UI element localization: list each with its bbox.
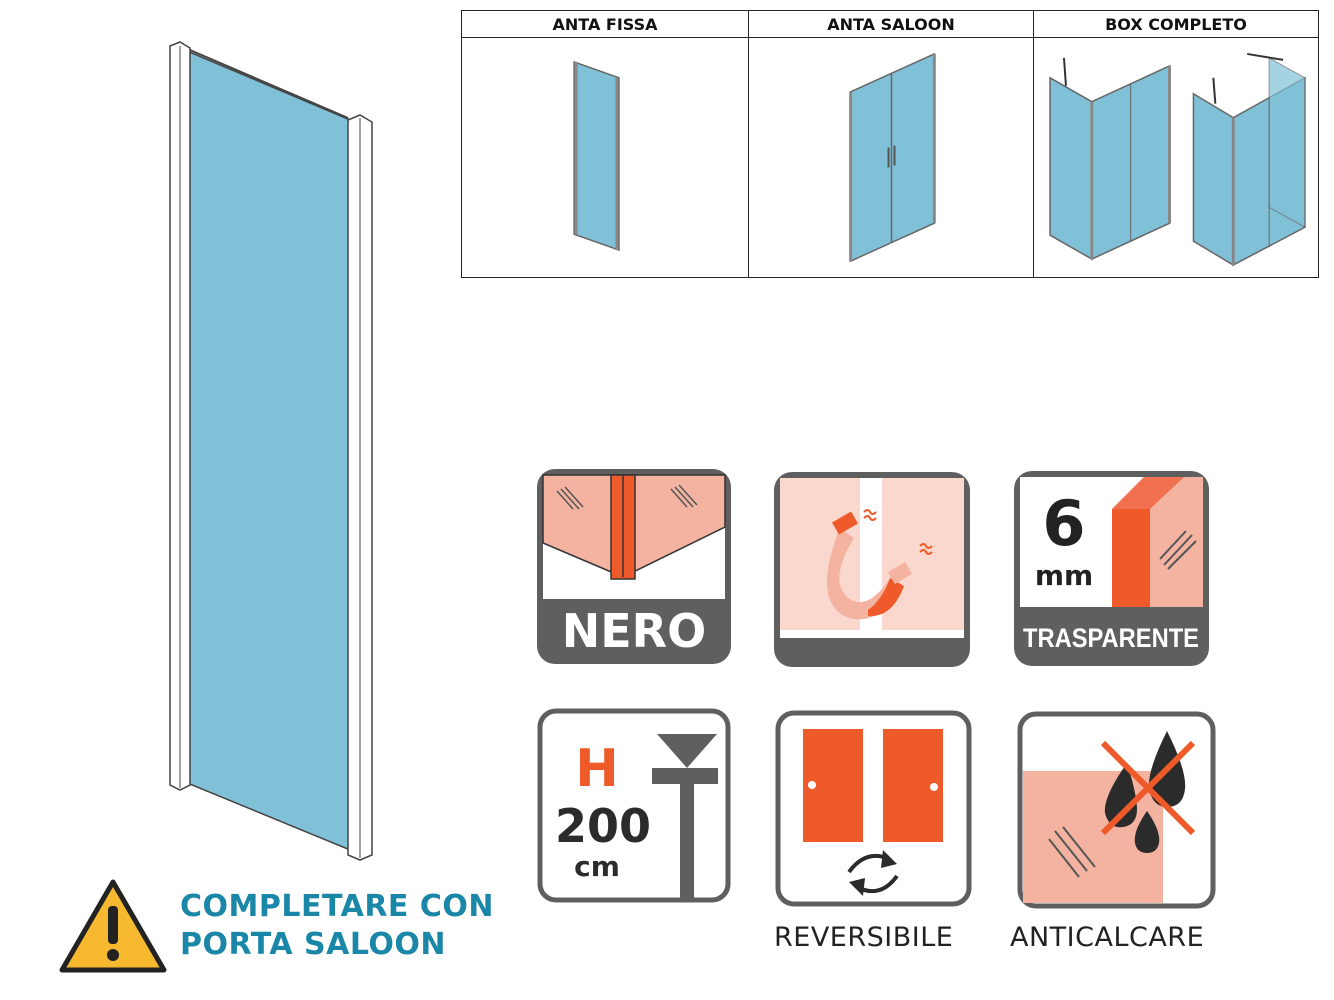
height-icon: H 200 cm xyxy=(537,708,731,903)
header-box-completo: BOX COMPLETO xyxy=(1033,11,1318,38)
header-anta-saloon: ANTA SALOON xyxy=(748,11,1033,38)
fixed-panel-illustration xyxy=(169,41,373,861)
notice-line-1: COMPLETARE CON xyxy=(180,889,494,924)
notice-text: COMPLETARE CON PORTA SALOON xyxy=(180,888,494,964)
header-anta-fissa: ANTA FISSA xyxy=(462,11,748,38)
reversible-label: REVERSIBILE xyxy=(774,922,954,953)
magnetic-closure-icon xyxy=(774,472,970,667)
anta-fissa-image xyxy=(462,38,748,277)
anta-saloon-image xyxy=(748,38,1033,277)
height-value: 200 xyxy=(555,799,651,853)
height-letter: H xyxy=(575,739,619,799)
box-completo-image xyxy=(1033,38,1318,277)
height-unit: cm xyxy=(574,850,620,883)
anticalcare-label: ANTICALCARE xyxy=(1010,922,1205,953)
glass-type-label: TRASPARENTE xyxy=(1023,623,1199,653)
notice-line-2: PORTA SALOON xyxy=(180,927,447,962)
thickness-unit: mm xyxy=(1035,559,1093,592)
thickness-value: 6 xyxy=(1042,487,1085,560)
profile-color-icon: NERO xyxy=(537,469,731,664)
color-label: NERO xyxy=(562,604,706,658)
anticalcare-icon xyxy=(1017,711,1216,909)
warning-icon xyxy=(59,879,167,973)
configuration-table: ANTA FISSA ANTA SALOON BOX COMPLETO xyxy=(461,10,1319,278)
reversible-icon xyxy=(775,710,972,907)
glass-thickness-icon: 6 mm TRASPARENTE xyxy=(1014,471,1209,666)
